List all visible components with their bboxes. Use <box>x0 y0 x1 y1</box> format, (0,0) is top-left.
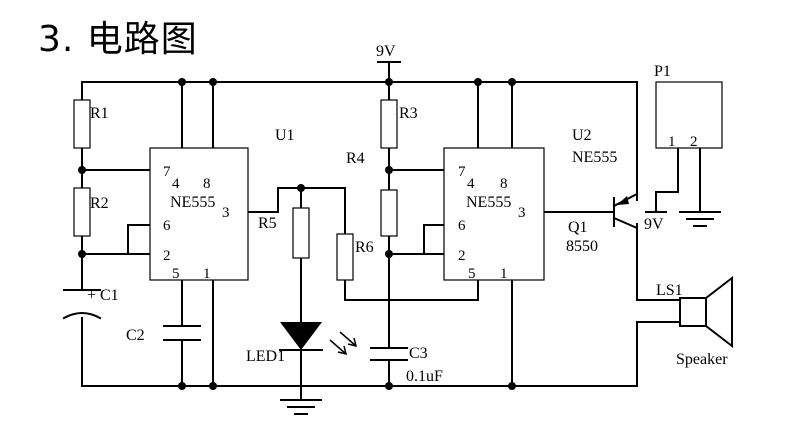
resistor-r5 <box>292 207 310 259</box>
u1-pin-5: 5 <box>172 266 180 282</box>
p1-label: P1 <box>654 63 671 80</box>
u2-pin-3: 3 <box>518 205 526 221</box>
resistor-r4 <box>380 189 398 237</box>
u1-pin-2: 2 <box>163 248 171 264</box>
resistor-r3 <box>380 99 398 149</box>
u2-pin-8: 8 <box>500 176 508 192</box>
r2-label: R2 <box>90 195 109 212</box>
led-icon <box>279 322 358 356</box>
ic-u2-part: NE555 <box>466 194 511 211</box>
u2-pin-1: 1 <box>500 266 508 282</box>
u1-pin-8: 8 <box>203 176 211 192</box>
c3-label: C3 <box>409 345 428 362</box>
ground-icon <box>280 399 322 415</box>
r5-label: R5 <box>258 215 277 232</box>
led-label: LED1 <box>246 348 285 365</box>
u1-pin-7: 7 <box>163 164 171 180</box>
junctions <box>78 78 516 390</box>
r6-label: R6 <box>355 239 374 256</box>
p1-pin-2: 2 <box>690 134 698 150</box>
ic-u2-part-label: NE555 <box>572 149 617 166</box>
speaker-label: Speaker <box>676 351 728 368</box>
supply-label: 9V <box>376 43 396 60</box>
u2-pin-6: 6 <box>458 218 466 234</box>
ic-u1-part: NE555 <box>170 194 215 211</box>
c1-label: C1 <box>100 287 119 304</box>
resistor-r6 <box>336 233 354 281</box>
c2-label: C2 <box>126 327 145 344</box>
ic-u1-ref: U1 <box>275 127 295 144</box>
capacitor-c2 <box>163 325 201 341</box>
u1-pin-4: 4 <box>172 176 180 192</box>
c1-polarity: + <box>87 287 96 304</box>
ic-u2-body <box>443 147 545 281</box>
q1-label: Q1 <box>568 219 588 236</box>
connector-p1-body <box>655 81 723 149</box>
u2-pin-4: 4 <box>467 176 475 192</box>
transistor-pnp-icon <box>612 192 639 230</box>
ic-u1-body <box>149 147 249 281</box>
resistor-r1 <box>73 99 91 149</box>
ls1-label: LS1 <box>656 282 683 299</box>
page-title: 3. 电路图 <box>38 19 198 60</box>
resistor-r2 <box>73 187 91 237</box>
p1-pin-1: 1 <box>668 134 676 150</box>
u2-pin-2: 2 <box>458 248 466 264</box>
r4-label: R4 <box>346 150 365 167</box>
u1-pin-3: 3 <box>222 205 230 221</box>
capacitor-c1 <box>62 289 102 320</box>
u2-pin-7: 7 <box>458 164 466 180</box>
r3-label: R3 <box>399 105 418 122</box>
q1-part: 8550 <box>566 238 598 255</box>
u1-pin-1: 1 <box>203 266 211 282</box>
c3-value: 0.1uF <box>406 368 443 385</box>
capacitor-c3 <box>370 347 408 361</box>
ground-icon <box>679 211 721 227</box>
u2-pin-5: 5 <box>468 266 476 282</box>
p1-supply-label: 9V <box>644 216 664 233</box>
speaker-icon <box>679 275 733 349</box>
u1-pin-6: 6 <box>163 218 171 234</box>
ic-u2-ref: U2 <box>572 127 592 144</box>
r1-label: R1 <box>90 105 109 122</box>
